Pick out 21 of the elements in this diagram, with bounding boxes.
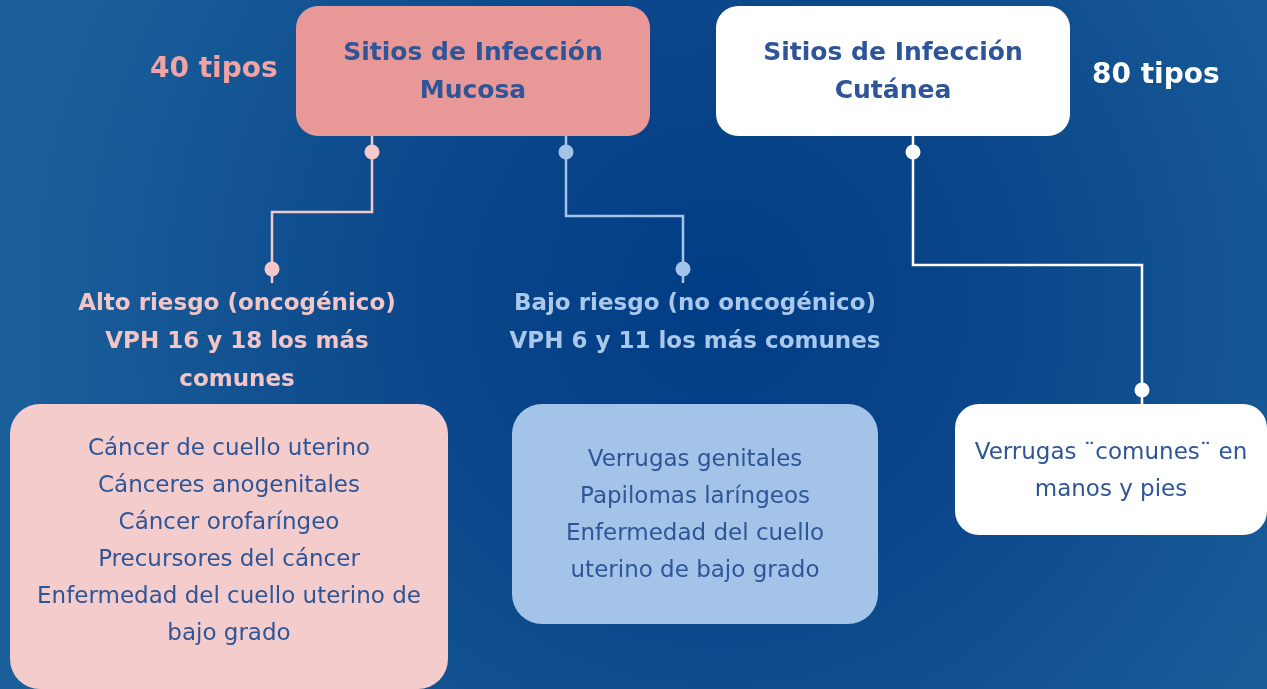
- disease-list-box: [10, 404, 448, 689]
- box-text: Enfermedad del cuello uterino de bajo grado: [36, 580, 422, 647]
- connector-line: [558, 136, 691, 283]
- risk-label: Bajo riesgo (no oncogénico) VPH 6 y 11 los más comunes: [508, 288, 882, 355]
- box-text: Precursores del cáncer: [98, 543, 360, 573]
- connector-line: [264, 136, 380, 283]
- box-text: Enfermedad del cuello uterino de bajo grado: [564, 518, 826, 584]
- box-text: Cáncer orofaríngeo: [118, 506, 340, 536]
- disease-list-box: [512, 404, 878, 624]
- box-text: Papilomas laríngeos: [580, 481, 810, 510]
- disease-list-box: [955, 404, 1267, 535]
- type-count: 80 tipos: [1092, 56, 1220, 92]
- box-text: Cáncer de cuello uterino: [87, 432, 371, 462]
- box-text: Sitios de Infección Mucosa: [342, 36, 604, 106]
- box-text: Verrugas genitales: [587, 444, 803, 473]
- connector-line: [905, 136, 1150, 404]
- risk-label: Alto riesgo (oncogénico) VPH 16 y 18 los más comunes: [77, 288, 397, 393]
- box-text: Cánceres anogenitales: [98, 469, 360, 499]
- type-count: 40 tipos: [150, 50, 278, 86]
- box-text: Verrugas ¨comunes¨ en manos y pies: [973, 436, 1249, 503]
- box-text: Sitios de Infección Cutánea: [762, 36, 1024, 106]
